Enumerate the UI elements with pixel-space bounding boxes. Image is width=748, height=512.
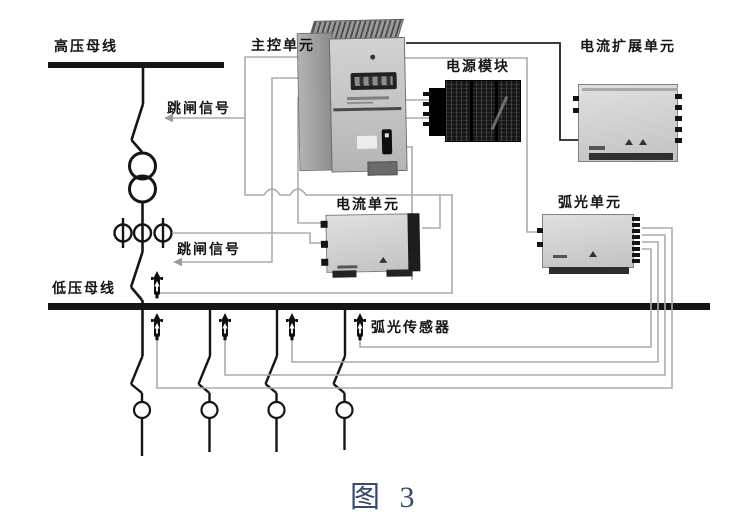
connector-nub [573,108,579,113]
heatsink-body [445,80,521,142]
device-case [542,214,634,274]
label-current-expansion-unit: 电流扩展单元 [580,38,676,54]
connector-nub [675,105,682,110]
arc-sensor-icon [286,313,298,341]
device-foot [367,161,398,176]
connector-nub [321,258,329,266]
ct-icon [153,223,173,243]
power-module-photo [423,80,521,142]
device-case [578,84,678,162]
connector-nub [632,247,640,251]
connector-nub [320,220,328,228]
connector-nub [632,253,640,257]
panel-text-line [347,101,374,105]
lv-busbar-line [48,303,710,310]
connector-nub [632,259,640,263]
figure-caption: 图 3 [350,481,421,512]
wire-trip-and-loop [158,56,453,294]
label-power-module: 电源模块 [446,58,510,74]
label-current-unit: 电流单元 [336,196,400,212]
connector-nub [675,116,682,121]
terminal-pin [423,92,431,96]
label-arc-unit: 弧光单元 [558,194,622,210]
label-lv-busbar: 低压母线 [52,280,116,296]
up-arrow-mark-icon [589,251,597,257]
wire-sensor4-arc-unit [359,248,652,348]
terminal-block [429,88,445,136]
arc-sensor-icon [354,313,366,341]
label-text [553,255,567,258]
terminal-pin [423,112,431,116]
ct-icon [132,223,153,243]
feeder-ct-icon [200,400,219,420]
lv-breaker-blade-icon [129,251,144,288]
device-foot [386,269,413,277]
label-trip-signal-hv: 跳闸信号 [167,100,231,116]
cable-streak [490,95,509,131]
current-expansion-unit-photo [573,82,682,166]
wire-sensor1-arc-unit [156,227,673,389]
device-foot [332,270,357,278]
bottom-connector-strip [549,267,629,274]
label-trip-signal-lv: 跳闸信号 [177,241,241,257]
connector-nub [675,94,682,99]
current-unit-photo [320,211,424,283]
symbol-mark-icon [625,139,633,145]
bottom-connector-strip [589,153,673,160]
terminal-pin [423,102,431,106]
connector-nub [632,235,640,239]
feeder-ct-icon [335,400,354,420]
device-front-panel [328,36,408,173]
arc-sensor-icon [151,313,163,341]
outgoing-feeders [129,310,354,456]
connector-nub [537,228,543,233]
hv-breaker-blade-icon [130,103,145,141]
label-hv-busbar: 高压母线 [54,38,118,54]
connector-nub [632,229,640,233]
arc-sensor-icon [151,271,163,299]
terminal-pin [423,122,431,126]
panel-sticker [355,134,379,150]
connector-nub [320,240,329,248]
connector-nub [675,138,682,143]
arc-sensors [151,271,366,341]
digital-display [350,72,397,91]
device-case [325,213,415,273]
wire-sensor3-arc-unit [291,241,659,363]
panel-text-line [347,96,390,101]
symbol-mark-icon [639,139,647,145]
connector-nub [537,242,543,247]
toggle-switch-icon [381,129,393,155]
wire-mcu-arc-unit [404,57,538,233]
connector-nub [632,223,640,227]
trip-arrow-lv-icon [173,257,182,267]
up-arrow-mark-icon [379,256,388,263]
arc-unit-photo [537,212,644,276]
feeder-ct-icon [267,400,286,420]
wire-ct-current-unit [172,232,322,244]
label-arc-sensor: 弧光传感器 [371,319,451,335]
connector-nub [632,217,640,221]
connector-nub [675,127,682,132]
incomer-feeder [113,68,173,356]
ct-icon [113,223,133,243]
side-connector-strip [407,213,421,272]
hv-busbar-line [48,62,224,68]
connector-nub [573,96,579,101]
wire-sensor2-arc-unit [224,234,666,376]
logo-text [589,146,605,150]
feeder-ct-icon [132,400,152,420]
panel-groove [333,107,402,112]
connector-nub [632,241,640,245]
led-indicator-icon [370,54,376,60]
label-text [337,265,358,269]
arc-sensor-icon [219,313,231,341]
label-main-control-unit: 主控单元 [251,37,315,53]
wire-mcu-expansion [406,42,578,141]
transformer-icon [128,151,157,181]
trip-arrow-hv-icon [164,113,173,123]
